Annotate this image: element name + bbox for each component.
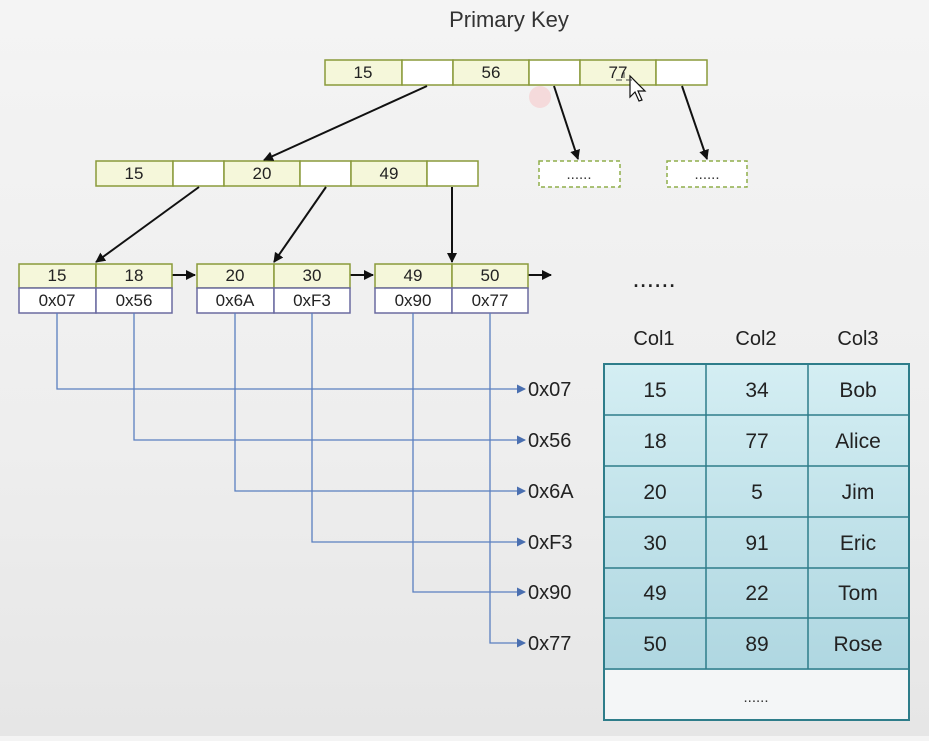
internal-cell xyxy=(172,160,225,187)
pointer-line xyxy=(412,313,526,597)
leaf-key-cell xyxy=(196,263,275,289)
placeholder-node: ...... xyxy=(666,160,748,188)
table-cell: 5 xyxy=(751,481,763,504)
internal-key: 49 xyxy=(380,164,399,183)
tree-arrow xyxy=(553,85,580,160)
leaf-key-cell xyxy=(451,263,529,289)
table-header: Col1 xyxy=(633,328,674,350)
leaf-addr-cell xyxy=(374,287,453,314)
root-cell xyxy=(324,59,403,86)
root-cell xyxy=(528,59,581,86)
address-label: 0xF3 xyxy=(528,532,572,554)
pointer-lines xyxy=(56,313,526,648)
tree-arrow xyxy=(95,186,200,263)
address-labels: 0x07 0x56 0x6A 0xF3 0x90 0x77 xyxy=(528,379,574,655)
tree-arrows xyxy=(95,85,709,280)
table-cell: 50 xyxy=(643,633,666,656)
leaf-key: 15 xyxy=(48,266,67,285)
leaf-addr: 0x77 xyxy=(472,291,509,310)
data-table: Col1 Col2 Col3 15 34 Bob 18 77 Alice 20 … xyxy=(603,328,910,721)
leaf-addr: 0x07 xyxy=(39,291,76,310)
table-cell: Tom xyxy=(838,582,878,605)
table-cell: Alice xyxy=(835,430,881,453)
table-cell: Eric xyxy=(840,532,876,555)
address-label: 0x90 xyxy=(528,582,571,604)
root-cell xyxy=(401,59,454,86)
table-cell: 34 xyxy=(745,379,769,402)
root-cell xyxy=(452,59,530,86)
leaf-key-cell xyxy=(273,263,351,289)
table-cell: 77 xyxy=(745,430,768,453)
table-cell: 30 xyxy=(643,532,666,555)
internal-node: 15 20 49 xyxy=(95,160,479,187)
leaf-addr: 0x6A xyxy=(216,291,255,310)
table-more: ...... xyxy=(743,689,768,706)
internal-cell xyxy=(299,160,352,187)
leaf-addr: 0x56 xyxy=(116,291,153,310)
root-cell xyxy=(655,59,708,86)
tree-arrow xyxy=(681,85,709,160)
table-grid xyxy=(604,364,909,670)
internal-key: 20 xyxy=(253,164,272,183)
leaf-addr: 0x90 xyxy=(395,291,432,310)
table-cell: 22 xyxy=(745,582,768,605)
click-highlight xyxy=(529,86,551,108)
table-body xyxy=(603,363,910,721)
table-cell: 20 xyxy=(643,481,666,504)
placeholder-node: ...... xyxy=(538,160,621,188)
placeholder-text: ...... xyxy=(694,166,719,183)
root-key: 15 xyxy=(354,63,373,82)
internal-cell xyxy=(95,160,174,187)
table-header: Col2 xyxy=(735,328,776,350)
pointer-line xyxy=(56,313,526,394)
address-label: 0x6A xyxy=(528,481,574,503)
table-cell: 18 xyxy=(643,430,666,453)
table-cell: 15 xyxy=(643,379,666,402)
tree-arrow xyxy=(263,85,428,161)
internal-cell xyxy=(426,160,479,187)
table-cell: 89 xyxy=(745,633,768,656)
internal-key: 15 xyxy=(125,164,144,183)
leaf-node: 15 18 0x07 0x56 xyxy=(18,263,173,314)
leaf-key: 30 xyxy=(303,266,322,285)
table-cell: Rose xyxy=(833,633,882,656)
table-cell: Jim xyxy=(842,481,875,504)
pointer-line xyxy=(133,313,526,445)
address-label: 0x56 xyxy=(528,430,571,452)
pointer-line xyxy=(489,313,526,648)
leaf-key: 49 xyxy=(404,266,423,285)
table-more-row xyxy=(605,670,908,719)
pointer-line xyxy=(311,313,526,547)
tree-arrow xyxy=(273,186,327,263)
pointer-line xyxy=(234,313,526,496)
internal-cell xyxy=(350,160,428,187)
table-cell: Bob xyxy=(839,379,876,402)
root-cell xyxy=(579,59,657,86)
placeholder-box xyxy=(666,160,748,188)
address-label: 0x07 xyxy=(528,379,571,401)
leaf-more-ellipsis: ...... xyxy=(632,263,675,293)
leaf-key: 18 xyxy=(125,266,144,285)
leaf-key-cell xyxy=(374,263,453,289)
diagram-title: Primary Key xyxy=(449,7,569,32)
mouse-cursor-icon xyxy=(616,72,647,102)
table-cell: 91 xyxy=(745,532,768,555)
placeholder-text: ...... xyxy=(566,166,591,183)
internal-cell xyxy=(223,160,301,187)
leaf-addr-cell xyxy=(273,287,351,314)
leaf-addr-cell xyxy=(451,287,529,314)
leaf-key: 50 xyxy=(481,266,500,285)
table-cell: 49 xyxy=(643,582,666,605)
root-node: 15 56 77 xyxy=(324,59,708,86)
leaf-node: 20 30 0x6A 0xF3 xyxy=(196,263,351,314)
leaf-key: 20 xyxy=(226,266,245,285)
address-label: 0x77 xyxy=(528,633,571,655)
leaf-addr: 0xF3 xyxy=(293,291,331,310)
table-header: Col3 xyxy=(837,328,878,350)
root-key: 56 xyxy=(482,63,501,82)
root-key: 77 xyxy=(609,63,628,82)
leaf-node: 49 50 0x90 0x77 xyxy=(374,263,529,314)
